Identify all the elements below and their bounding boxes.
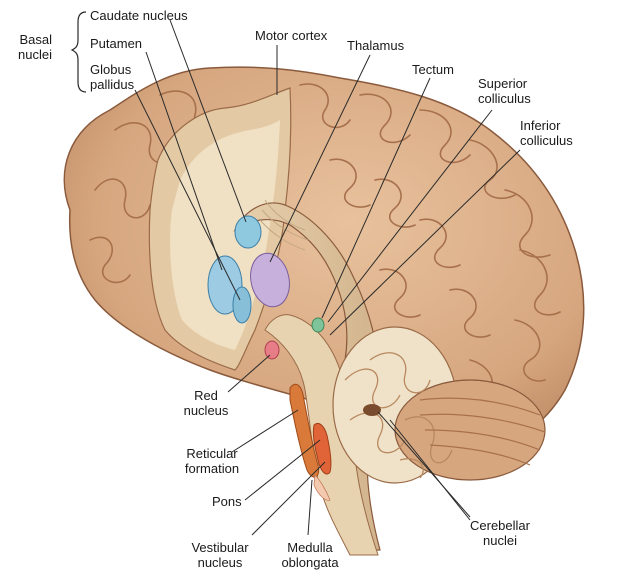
label-reticular-formation-line1: Reticular [186, 446, 238, 461]
label-cerebellar-nuclei-line2: nuclei [483, 533, 517, 548]
label-superior-colliculus: Superior colliculus [478, 76, 531, 106]
label-basal-nuclei: Basal nuclei [18, 32, 52, 62]
label-globus-pallidus-line2: pallidus [90, 77, 135, 92]
label-vestibular-nucleus: Vestibular nucleus [180, 540, 260, 570]
label-globus-pallidus: Globus pallidus [90, 62, 134, 92]
basal-nuclei-brace [70, 11, 87, 93]
label-cerebellar-nuclei-line1: Cerebellar [470, 518, 530, 533]
label-globus-pallidus-line1: Globus [90, 62, 132, 77]
reticular-formation-shape [289, 383, 320, 478]
label-cerebellar-nuclei: Cerebellar nuclei [455, 518, 545, 548]
label-superior-colliculus-line1: Superior [478, 76, 528, 91]
label-thalamus: Thalamus [347, 38, 405, 53]
label-vestibular-nucleus-line2: nucleus [197, 555, 243, 570]
label-putamen: Putamen [90, 36, 143, 51]
tectum-colliculus-shape [311, 317, 325, 333]
cerebellar-nucleus-mark [363, 404, 381, 416]
label-pons: Pons [212, 494, 242, 509]
label-red-nucleus: Red nucleus [176, 388, 236, 418]
label-red-nucleus-line1: Red [194, 388, 218, 403]
leader-lines [134, 19, 521, 536]
label-vestibular-nucleus-line1: Vestibular [191, 540, 249, 555]
label-reticular-formation: Reticular formation [172, 446, 252, 476]
cerebellum [332, 326, 546, 484]
label-medulla-oblongata-line1: Medulla [287, 540, 333, 555]
label-medulla-oblongata: Medulla oblongata [270, 540, 350, 570]
label-motor-cortex: Motor cortex [255, 28, 328, 43]
white-matter [170, 120, 280, 350]
red-nucleus-shape [264, 340, 280, 360]
caudate-nucleus-shape [234, 215, 262, 249]
label-medulla-oblongata-line2: oblongata [281, 555, 339, 570]
label-inferior-colliculus: Inferior colliculus [520, 118, 573, 148]
label-inferior-colliculus-line1: Inferior [520, 118, 561, 133]
label-tectum: Tectum [412, 62, 454, 77]
medulla-highlight [313, 474, 331, 501]
vestibular-nucleus-shape [312, 423, 332, 475]
thalamus-shape [250, 252, 290, 308]
label-reticular-formation-line2: formation [184, 461, 240, 476]
label-red-nucleus-line2: nucleus [183, 403, 229, 418]
label-superior-colliculus-line2: colliculus [478, 91, 531, 106]
label-caudate-nucleus: Caudate nucleus [90, 8, 188, 23]
label-basal-nuclei-line2: nuclei [18, 47, 52, 62]
label-inferior-colliculus-line2: colliculus [520, 133, 573, 148]
label-basal-nuclei-line1: Basal [19, 32, 52, 47]
